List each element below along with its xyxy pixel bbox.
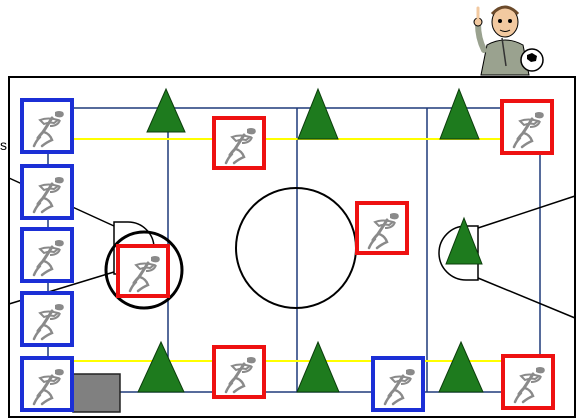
blue-player — [22, 229, 72, 281]
cones — [138, 89, 483, 392]
red-player — [503, 356, 553, 408]
coach-with-ball-icon — [474, 7, 543, 75]
cone-marker-icon — [298, 89, 338, 139]
callout-right-top — [478, 196, 575, 228]
callout-lines — [9, 178, 575, 318]
red-player — [118, 246, 168, 296]
red-player — [214, 347, 264, 397]
cone-marker-icon — [440, 89, 479, 139]
cone-marker-icon — [446, 218, 482, 264]
goal-box — [73, 374, 120, 412]
red-player — [214, 118, 264, 168]
blue-player — [22, 293, 72, 345]
field-frame — [9, 77, 575, 417]
blue-player — [22, 358, 72, 410]
callout-right-bottom — [478, 278, 575, 318]
cone-marker-icon — [138, 342, 184, 392]
center-circle — [236, 188, 356, 308]
blue-player — [22, 166, 72, 218]
blue-player — [22, 100, 72, 152]
blue-player — [373, 358, 423, 410]
cone-marker-icon — [147, 89, 185, 132]
red-player — [502, 101, 552, 153]
cone-marker-icon — [439, 342, 483, 392]
red-player — [357, 203, 407, 253]
cone-marker-icon — [297, 342, 339, 392]
edge-mark: s — [0, 137, 7, 153]
